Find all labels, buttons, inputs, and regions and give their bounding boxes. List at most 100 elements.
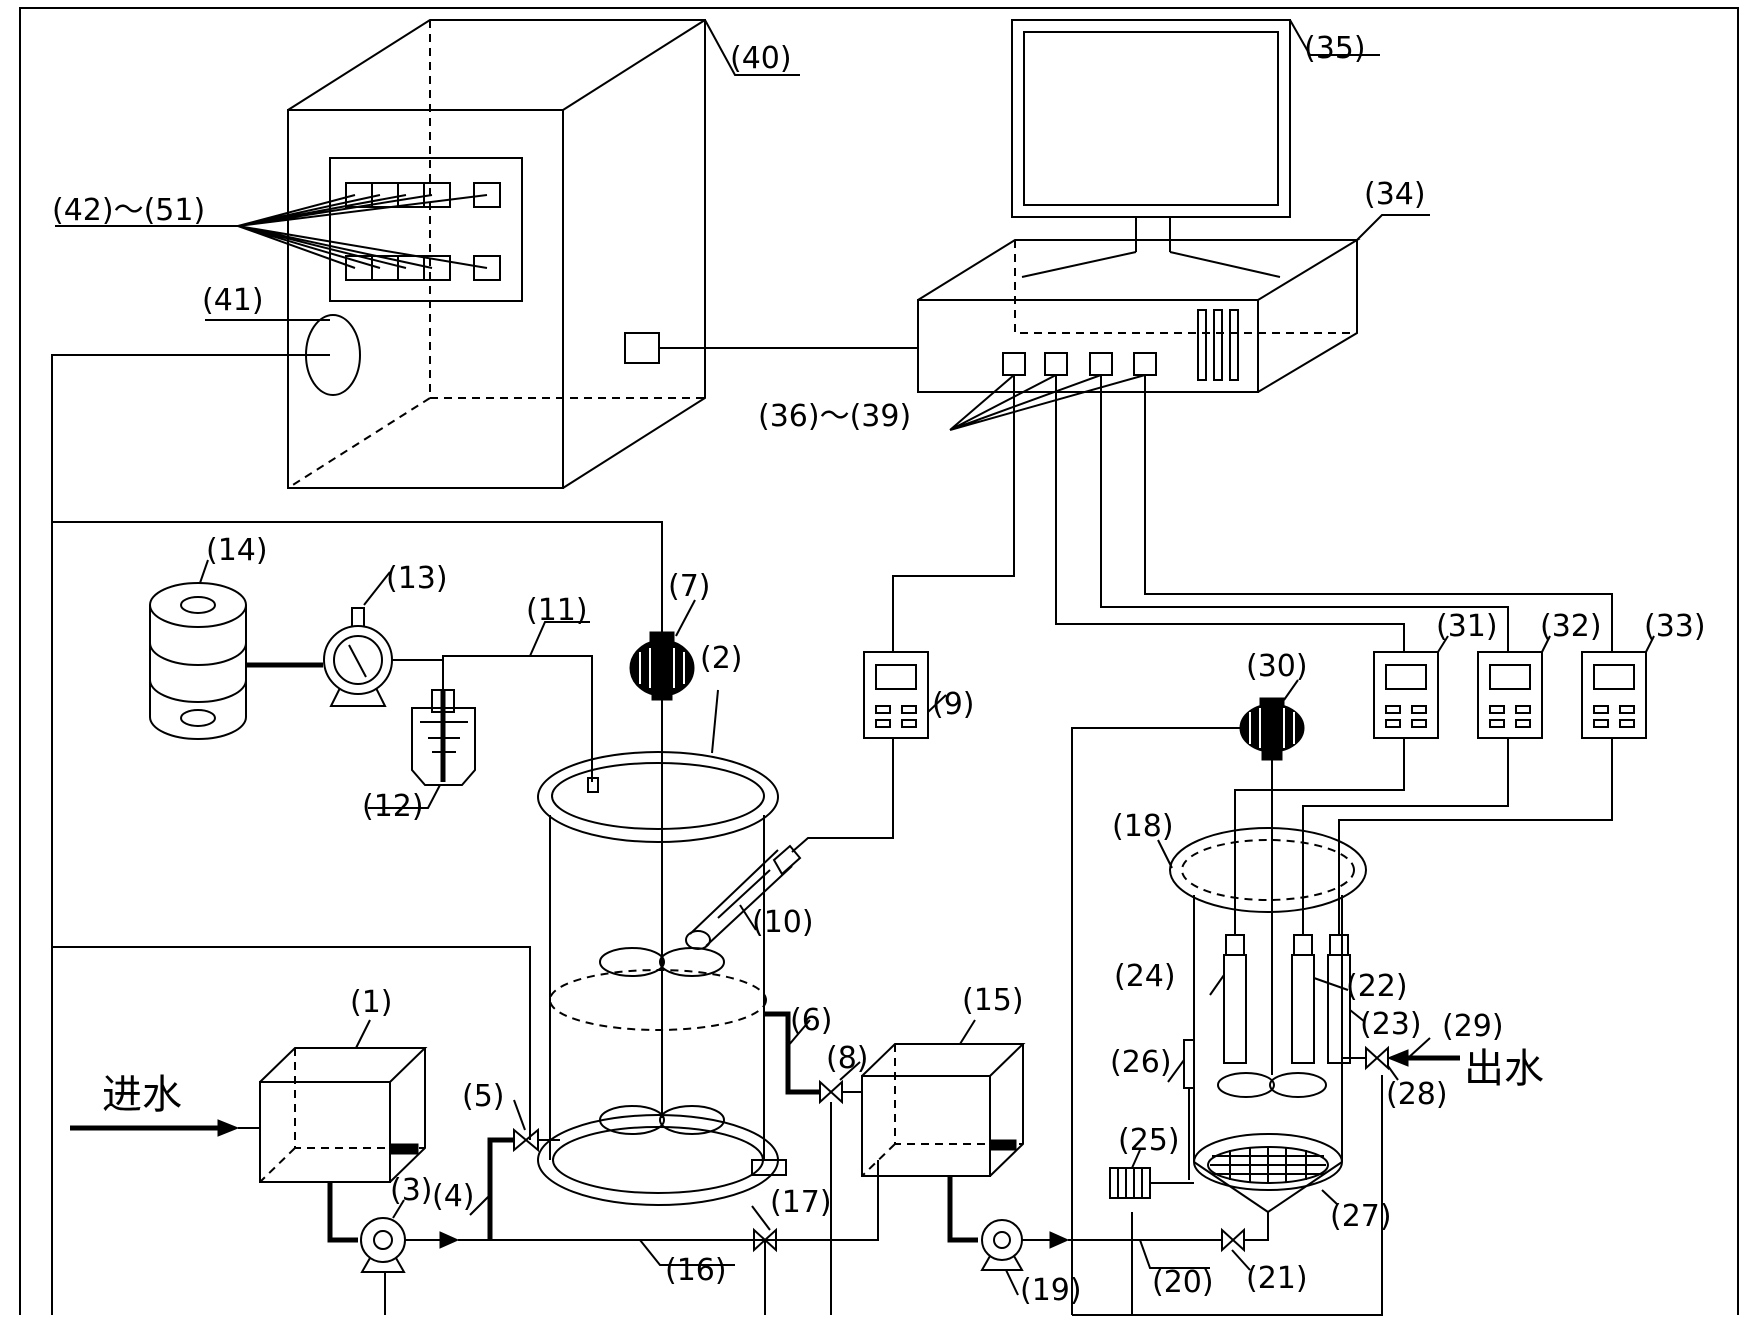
label-11: (11)	[526, 593, 588, 628]
leader-29	[1407, 1037, 1431, 1059]
leader-22	[1313, 977, 1349, 991]
probe-22	[1291, 738, 1509, 1064]
effluent-arrow	[1386, 1049, 1409, 1067]
label-31: (31)	[1436, 609, 1498, 644]
valve-28	[1365, 1045, 1389, 1071]
leader-31	[1437, 635, 1449, 653]
leader-26	[1167, 1059, 1185, 1083]
label-13: (13)	[386, 561, 448, 596]
label-2: (2)	[700, 641, 743, 676]
label-42-51: (42)～(51)	[52, 193, 205, 228]
dosing-nozzle	[587, 777, 599, 793]
relay-row-upper	[345, 182, 501, 208]
leader-19	[1005, 1269, 1019, 1296]
leader-23	[1349, 1009, 1366, 1023]
arrow-3	[439, 1231, 460, 1249]
leader-11	[529, 621, 590, 657]
inlet-label: 进水	[102, 1072, 182, 1118]
label-36-39: (36)～(39)	[758, 399, 911, 434]
outer-frame	[19, 7, 1739, 1315]
meter-9	[863, 651, 929, 739]
leader-32	[1541, 635, 1551, 653]
label-33: (33)	[1644, 609, 1706, 644]
meter-32	[1477, 651, 1543, 739]
label-32: (32)	[1540, 609, 1602, 644]
pipe-16-15	[776, 1160, 879, 1241]
relay-leader-fan	[55, 194, 488, 269]
valve-17	[753, 1227, 777, 1315]
label-20: (20)	[1152, 1265, 1214, 1300]
relay-row-lower	[345, 255, 501, 281]
intermediate-tank	[861, 1043, 1026, 1177]
label-16: (16)	[665, 1253, 727, 1288]
leader-3	[392, 1199, 405, 1219]
signal-cables	[892, 375, 1613, 652]
reagent-vessel	[411, 689, 476, 786]
pipe-21-27	[1244, 1212, 1269, 1241]
outlet-label: 出水	[1464, 1046, 1544, 1092]
label-41: (41)	[202, 283, 264, 318]
label-8: (8)	[826, 1041, 869, 1076]
label-7: (7)	[668, 569, 711, 604]
label-12: (12)	[362, 789, 424, 824]
leader-10	[739, 904, 757, 931]
computer-host	[917, 239, 1361, 393]
label-40: (40)	[730, 41, 792, 76]
ph-probe	[685, 738, 894, 950]
label-28: (28)	[1386, 1077, 1448, 1112]
storage-tank	[149, 582, 247, 740]
labels: (1) (2) (3) (4) (5) (6) (7) (8) (9) (10)…	[52, 31, 1706, 1308]
power-line-valve5	[52, 946, 531, 1140]
label-15: (15)	[962, 983, 1024, 1018]
power-line-motor7	[52, 521, 663, 632]
leader-28	[1387, 1065, 1399, 1081]
leader-36-39	[949, 374, 1146, 431]
leader-24	[1209, 974, 1225, 996]
motor30-power	[1071, 727, 1250, 1315]
leader-30	[1283, 679, 1299, 701]
pipe-6	[764, 1011, 820, 1095]
io-port-37	[1044, 352, 1068, 376]
label-23: (23)	[1360, 1007, 1422, 1042]
probe-24	[1223, 738, 1405, 1064]
impeller-lower	[599, 1105, 725, 1135]
dosing-pipe	[442, 655, 593, 782]
reactor-secondary	[1169, 827, 1367, 1214]
io-port-39	[1133, 352, 1157, 376]
transfer-pump	[980, 1219, 1024, 1271]
label-34: (34)	[1364, 177, 1426, 212]
leader-15	[959, 1019, 976, 1045]
control-cabinet	[287, 19, 706, 489]
air-pump-25	[1109, 1167, 1194, 1199]
io-port-38	[1089, 352, 1113, 376]
valve-8	[819, 1079, 843, 1315]
impeller-30	[1217, 1072, 1327, 1098]
arrow-19	[1049, 1231, 1070, 1249]
tank15-outlet	[947, 1176, 978, 1243]
leader-34	[1356, 214, 1430, 241]
label-3: (3)	[390, 1173, 433, 1208]
leader-13	[363, 571, 391, 606]
bottom-ground	[1072, 1075, 1383, 1316]
label-26: (26)	[1110, 1045, 1172, 1080]
label-22: (22)	[1346, 969, 1408, 1004]
agitator-motor-7	[629, 631, 695, 1118]
leader-9	[927, 694, 947, 713]
label-21: (21)	[1246, 1261, 1308, 1296]
label-1: (1)	[350, 985, 393, 1020]
leader-18	[1157, 839, 1173, 869]
pipe-4-riser	[487, 1137, 514, 1240]
agitator-motor-30	[1239, 697, 1305, 1075]
meter-31	[1373, 651, 1439, 739]
probe-23	[1327, 738, 1613, 1064]
leader-25	[1131, 1149, 1141, 1169]
level-sensor-26	[1183, 1039, 1195, 1180]
leader-16	[639, 1239, 735, 1266]
label-6: (6)	[790, 1003, 833, 1038]
leader-6	[787, 1019, 811, 1047]
label-25: (25)	[1118, 1123, 1180, 1158]
label-19: (19)	[1020, 1273, 1082, 1308]
inlet-arrow	[217, 1119, 240, 1137]
label-14: (14)	[206, 533, 268, 568]
